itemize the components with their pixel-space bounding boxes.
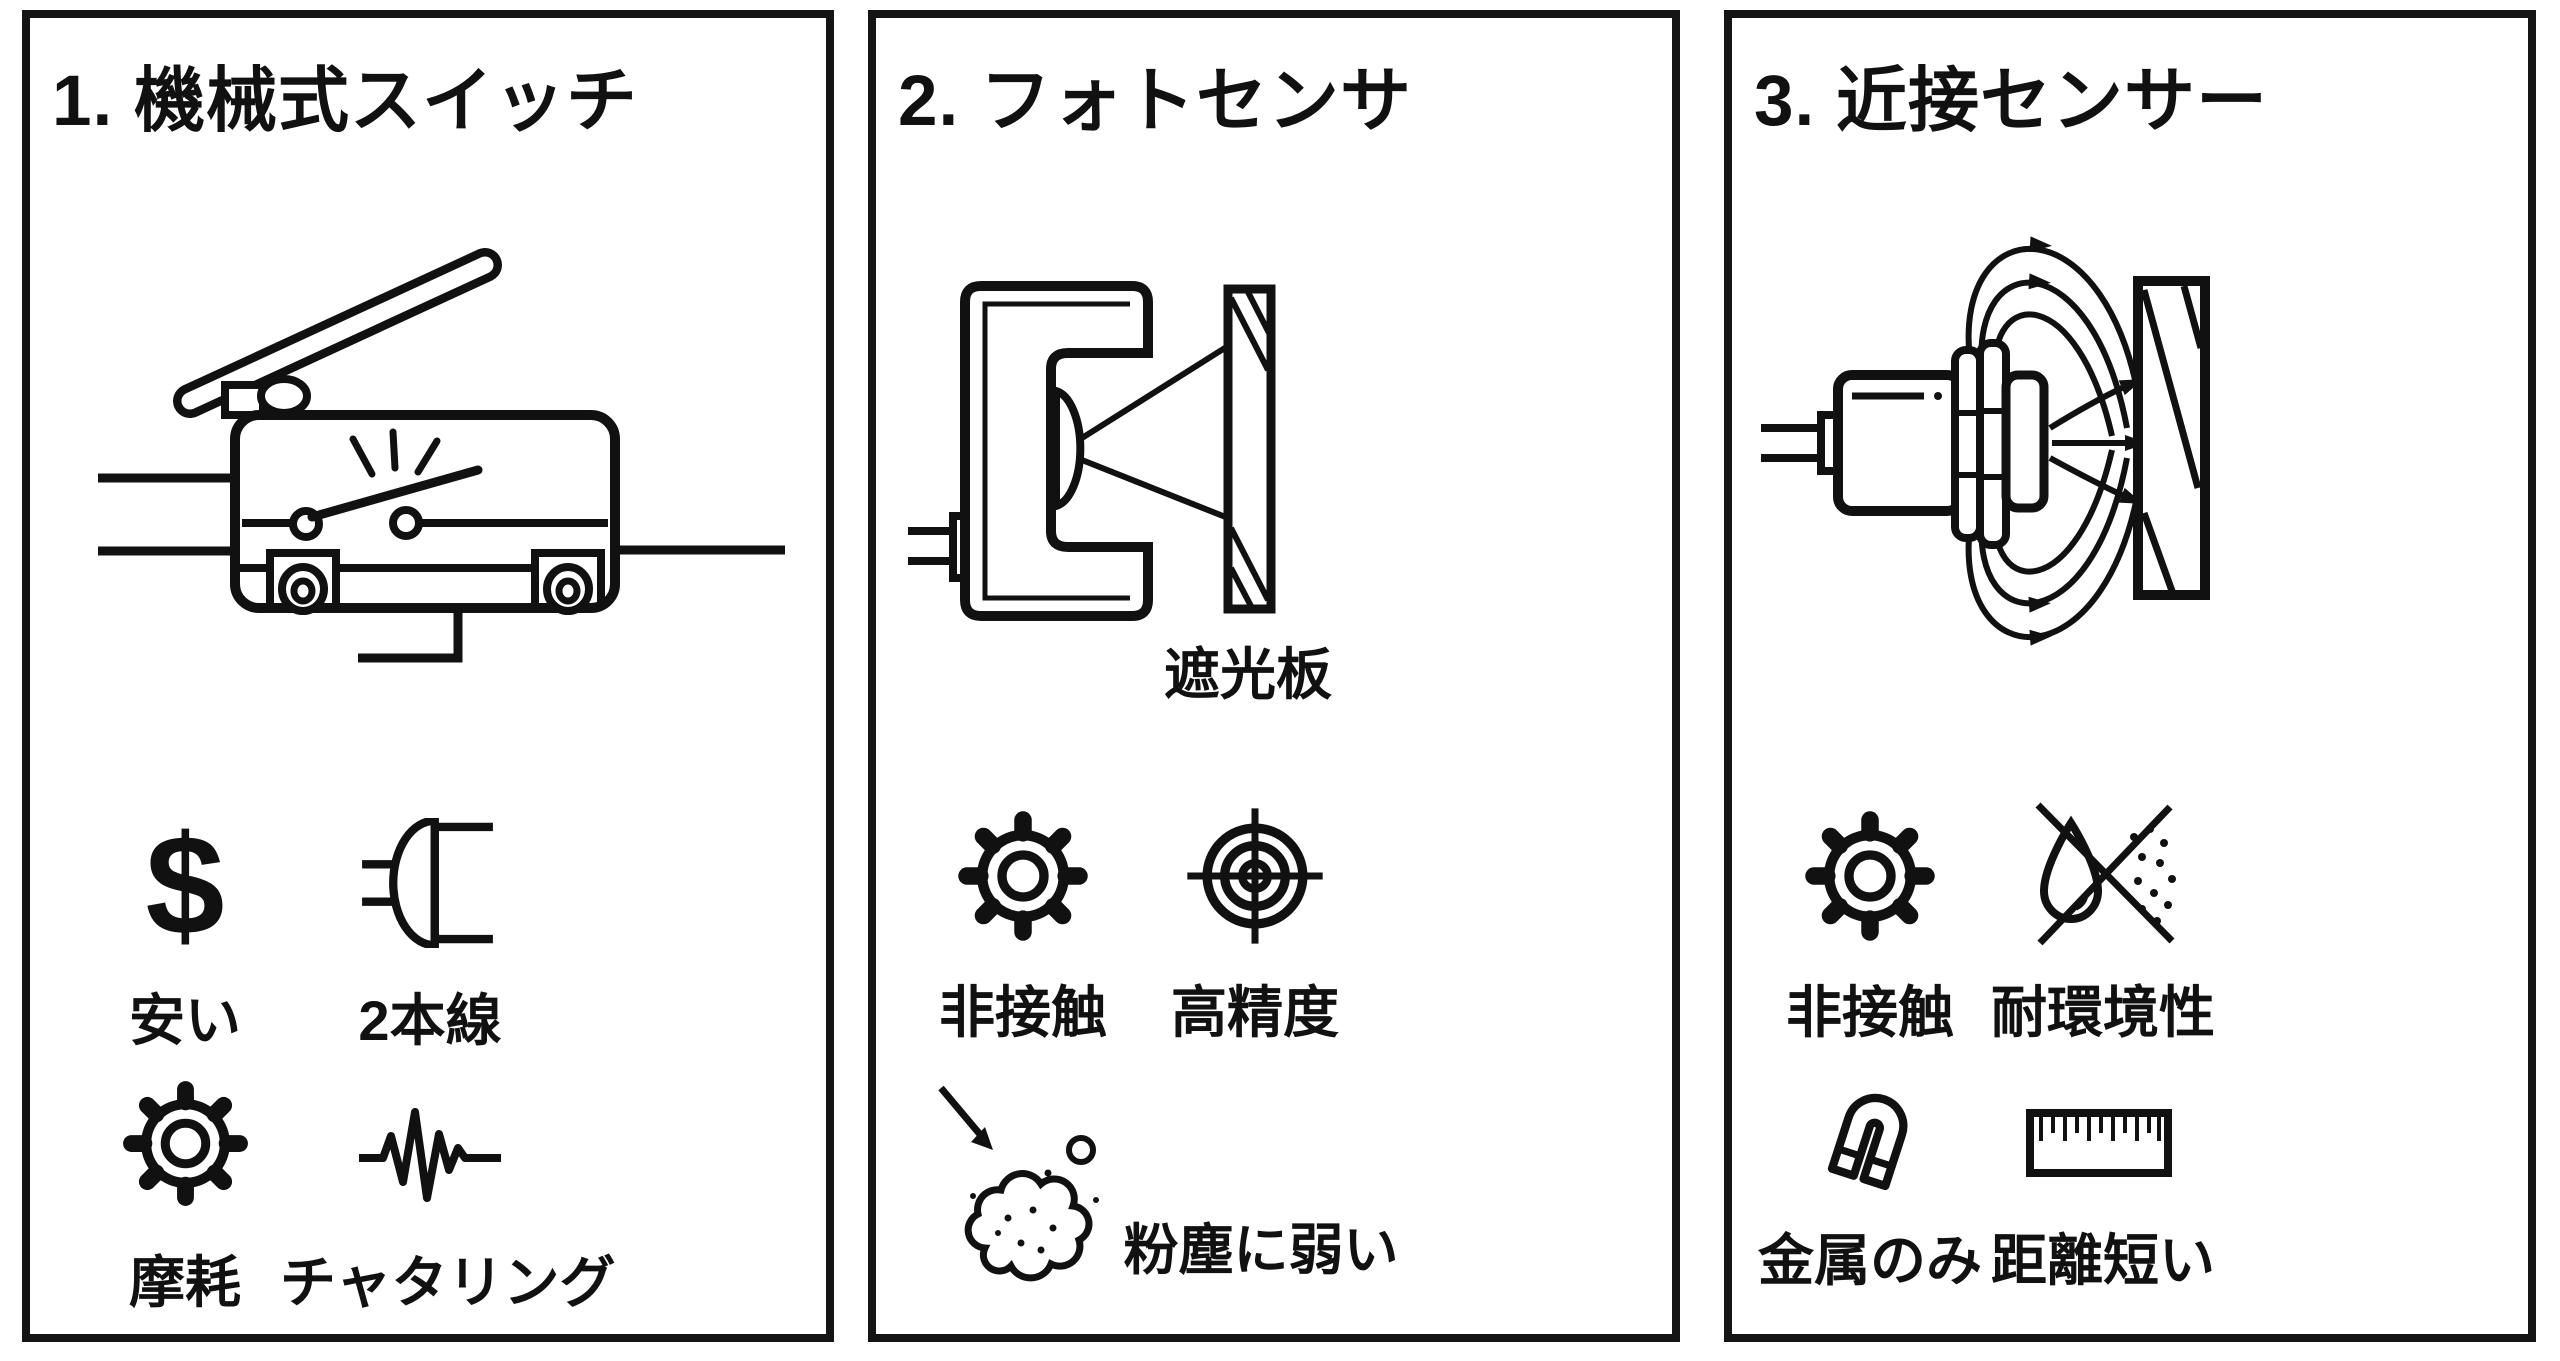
- high-precision-label: 高精度: [1171, 981, 1339, 1044]
- cheap-label: 安い: [129, 989, 241, 1052]
- crossed-drop-icon: [2035, 802, 2176, 946]
- cheap-feature: $: [85, 803, 285, 968]
- panel-proximity-sensor: 3. 近接センサー: [1724, 10, 2536, 1342]
- environment-resistance-label: 耐環境性: [1991, 981, 2215, 1044]
- gear-icon: [958, 811, 1088, 941]
- noise-wave-icon: [359, 1108, 501, 1202]
- wear-label: 摩耗: [129, 1251, 241, 1314]
- photosensor-illustration: [908, 281, 1276, 621]
- shading-plate-label: 遮光板: [1164, 643, 1332, 706]
- panel-photo-sensor: 2. フォトセンサ 遮光板: [868, 10, 1680, 1342]
- weak-to-dust-label: 粉塵に弱い: [1123, 1219, 1399, 1281]
- panel-2-title: 2. フォトセンサ: [898, 62, 1412, 141]
- short-distance-label: 距離短い: [1991, 1229, 2215, 1292]
- gear-icon: [1805, 811, 1935, 941]
- target-icon: [1187, 808, 1323, 944]
- chattering-label: チャタリング: [280, 1251, 616, 1314]
- two-wire-label: 2本線: [358, 989, 502, 1052]
- metal-only-label: 金属のみ: [1758, 1229, 1982, 1292]
- dust-cloud-icon: [938, 1085, 1099, 1282]
- non-contact-label: 非接触: [939, 981, 1107, 1044]
- dollar-sign-icon: $: [145, 805, 225, 965]
- non-contact-label: 非接触: [1786, 981, 1954, 1044]
- gear-icon: [123, 1081, 248, 1206]
- proximity-sensor-illustration: [1761, 236, 2210, 646]
- plug-icon: [362, 818, 493, 948]
- ruler-icon: [2026, 1109, 2172, 1177]
- magnet-icon: [1827, 1093, 1908, 1191]
- panel-1-title: 1. 機械式スイッチ: [52, 62, 638, 141]
- panel-mechanical-switch: 1. 機械式スイッチ: [22, 10, 834, 1342]
- microswitch-illustration: [98, 248, 785, 663]
- panel-3-title: 3. 近接センサー: [1754, 62, 2268, 141]
